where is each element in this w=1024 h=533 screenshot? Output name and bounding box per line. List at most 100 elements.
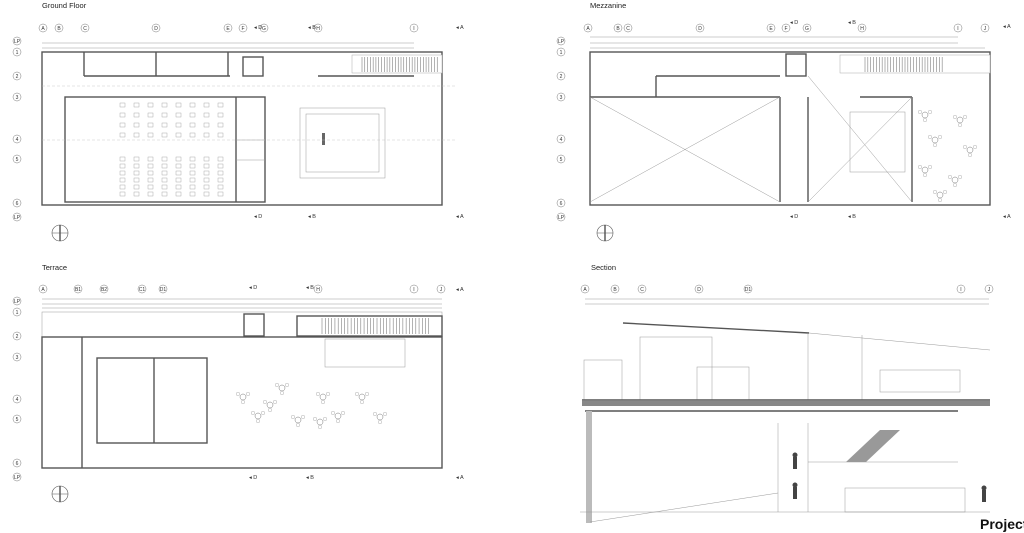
seat (203, 156, 210, 162)
seat (189, 156, 196, 162)
grid-column-j: J (436, 284, 446, 294)
seat (161, 102, 168, 108)
grid-row-3: 3 (556, 92, 566, 102)
north-arrow-icon (51, 485, 69, 503)
svg-text:H: H (316, 26, 320, 32)
grid-row-2: 2 (12, 71, 22, 81)
grid-column-f: F (238, 23, 248, 33)
seat (203, 122, 210, 128)
seat (119, 102, 126, 108)
grid-row-1: 1 (556, 47, 566, 57)
seat (119, 170, 126, 176)
seat (119, 122, 126, 128)
grid-row-lp: LP (12, 212, 22, 222)
seat (161, 163, 168, 169)
seat (189, 177, 196, 183)
grid-column-h: H (857, 23, 867, 33)
seat (161, 191, 168, 197)
svg-text:G: G (262, 26, 266, 32)
seat (161, 112, 168, 118)
svg-text:D: D (697, 287, 701, 293)
grid-column-h: H (313, 23, 323, 33)
grid-row-lp: LP (12, 36, 22, 46)
seat (175, 184, 182, 190)
grid-row-5: 5 (12, 414, 22, 424)
seat (133, 112, 140, 118)
grid-column-i: I (956, 284, 966, 294)
section-mark-a: ◂ A (456, 214, 464, 220)
grid-column-c: C (80, 23, 90, 33)
stair (864, 57, 943, 72)
project-label: Project (980, 516, 1024, 532)
table-set (928, 134, 943, 147)
svg-text:LP: LP (14, 475, 21, 481)
seat (217, 132, 224, 138)
seat (175, 132, 182, 138)
terrace-title: Terrace (42, 263, 68, 272)
seat (147, 102, 154, 108)
seat (119, 156, 126, 162)
grid-column-h: H (313, 284, 323, 294)
grid-column-c: C (623, 23, 633, 33)
svg-text:D: D (698, 26, 702, 32)
section-mark-a: ◂ A (456, 287, 464, 293)
terrace-plan (41, 298, 443, 469)
seat (161, 177, 168, 183)
seat (147, 191, 154, 197)
grid-column-b: B (54, 23, 64, 33)
svg-text:J: J (440, 287, 443, 293)
grid-column-c1: C1 (137, 284, 147, 294)
table-set (331, 411, 346, 424)
seat (217, 177, 224, 183)
svg-text:5: 5 (560, 157, 563, 163)
seat (133, 122, 140, 128)
seat (217, 102, 224, 108)
seat (119, 163, 126, 169)
seat (161, 170, 168, 176)
svg-text:F: F (241, 26, 244, 32)
seat (175, 102, 182, 108)
section-mark-d: ◂ D (249, 285, 257, 291)
table-set (275, 383, 290, 396)
seat (175, 122, 182, 128)
seat (175, 163, 182, 169)
grid-row-6: 6 (12, 458, 22, 468)
grid-column-i: I (953, 23, 963, 33)
svg-text:A: A (583, 287, 587, 293)
seat (161, 156, 168, 162)
svg-text:1: 1 (560, 50, 563, 56)
seat (189, 170, 196, 176)
table-set (263, 400, 278, 413)
grid-column-d1: D1 (743, 284, 753, 294)
seat (217, 170, 224, 176)
section-mark-b: ◂ B (308, 25, 316, 31)
grid-row-4: 4 (12, 394, 22, 404)
section-mark-d: ◂ D (790, 20, 798, 26)
grid-column-d1: D1 (158, 284, 168, 294)
table-set (235, 392, 250, 405)
svg-text:6: 6 (560, 201, 563, 207)
seat (189, 191, 196, 197)
svg-text:E: E (226, 26, 230, 32)
svg-text:B1: B1 (75, 287, 81, 293)
seat (203, 191, 210, 197)
section-mark-b: ◂ B (848, 214, 856, 220)
svg-text:3: 3 (560, 95, 563, 101)
svg-text:B: B (616, 26, 620, 32)
grid-row-6: 6 (12, 198, 22, 208)
seat (203, 102, 210, 108)
grid-column-a: A (583, 23, 593, 33)
seat (147, 184, 154, 190)
svg-text:4: 4 (560, 137, 563, 143)
table-set (250, 411, 266, 424)
seat (189, 163, 196, 169)
seat (133, 177, 140, 183)
north-arrow-icon (51, 224, 69, 242)
table-set (918, 164, 933, 177)
grid-column-b1: B1 (73, 284, 83, 294)
svg-text:5: 5 (16, 417, 19, 423)
grid-column-b: B (613, 23, 623, 33)
seat (119, 132, 126, 138)
svg-text:H: H (316, 287, 320, 293)
